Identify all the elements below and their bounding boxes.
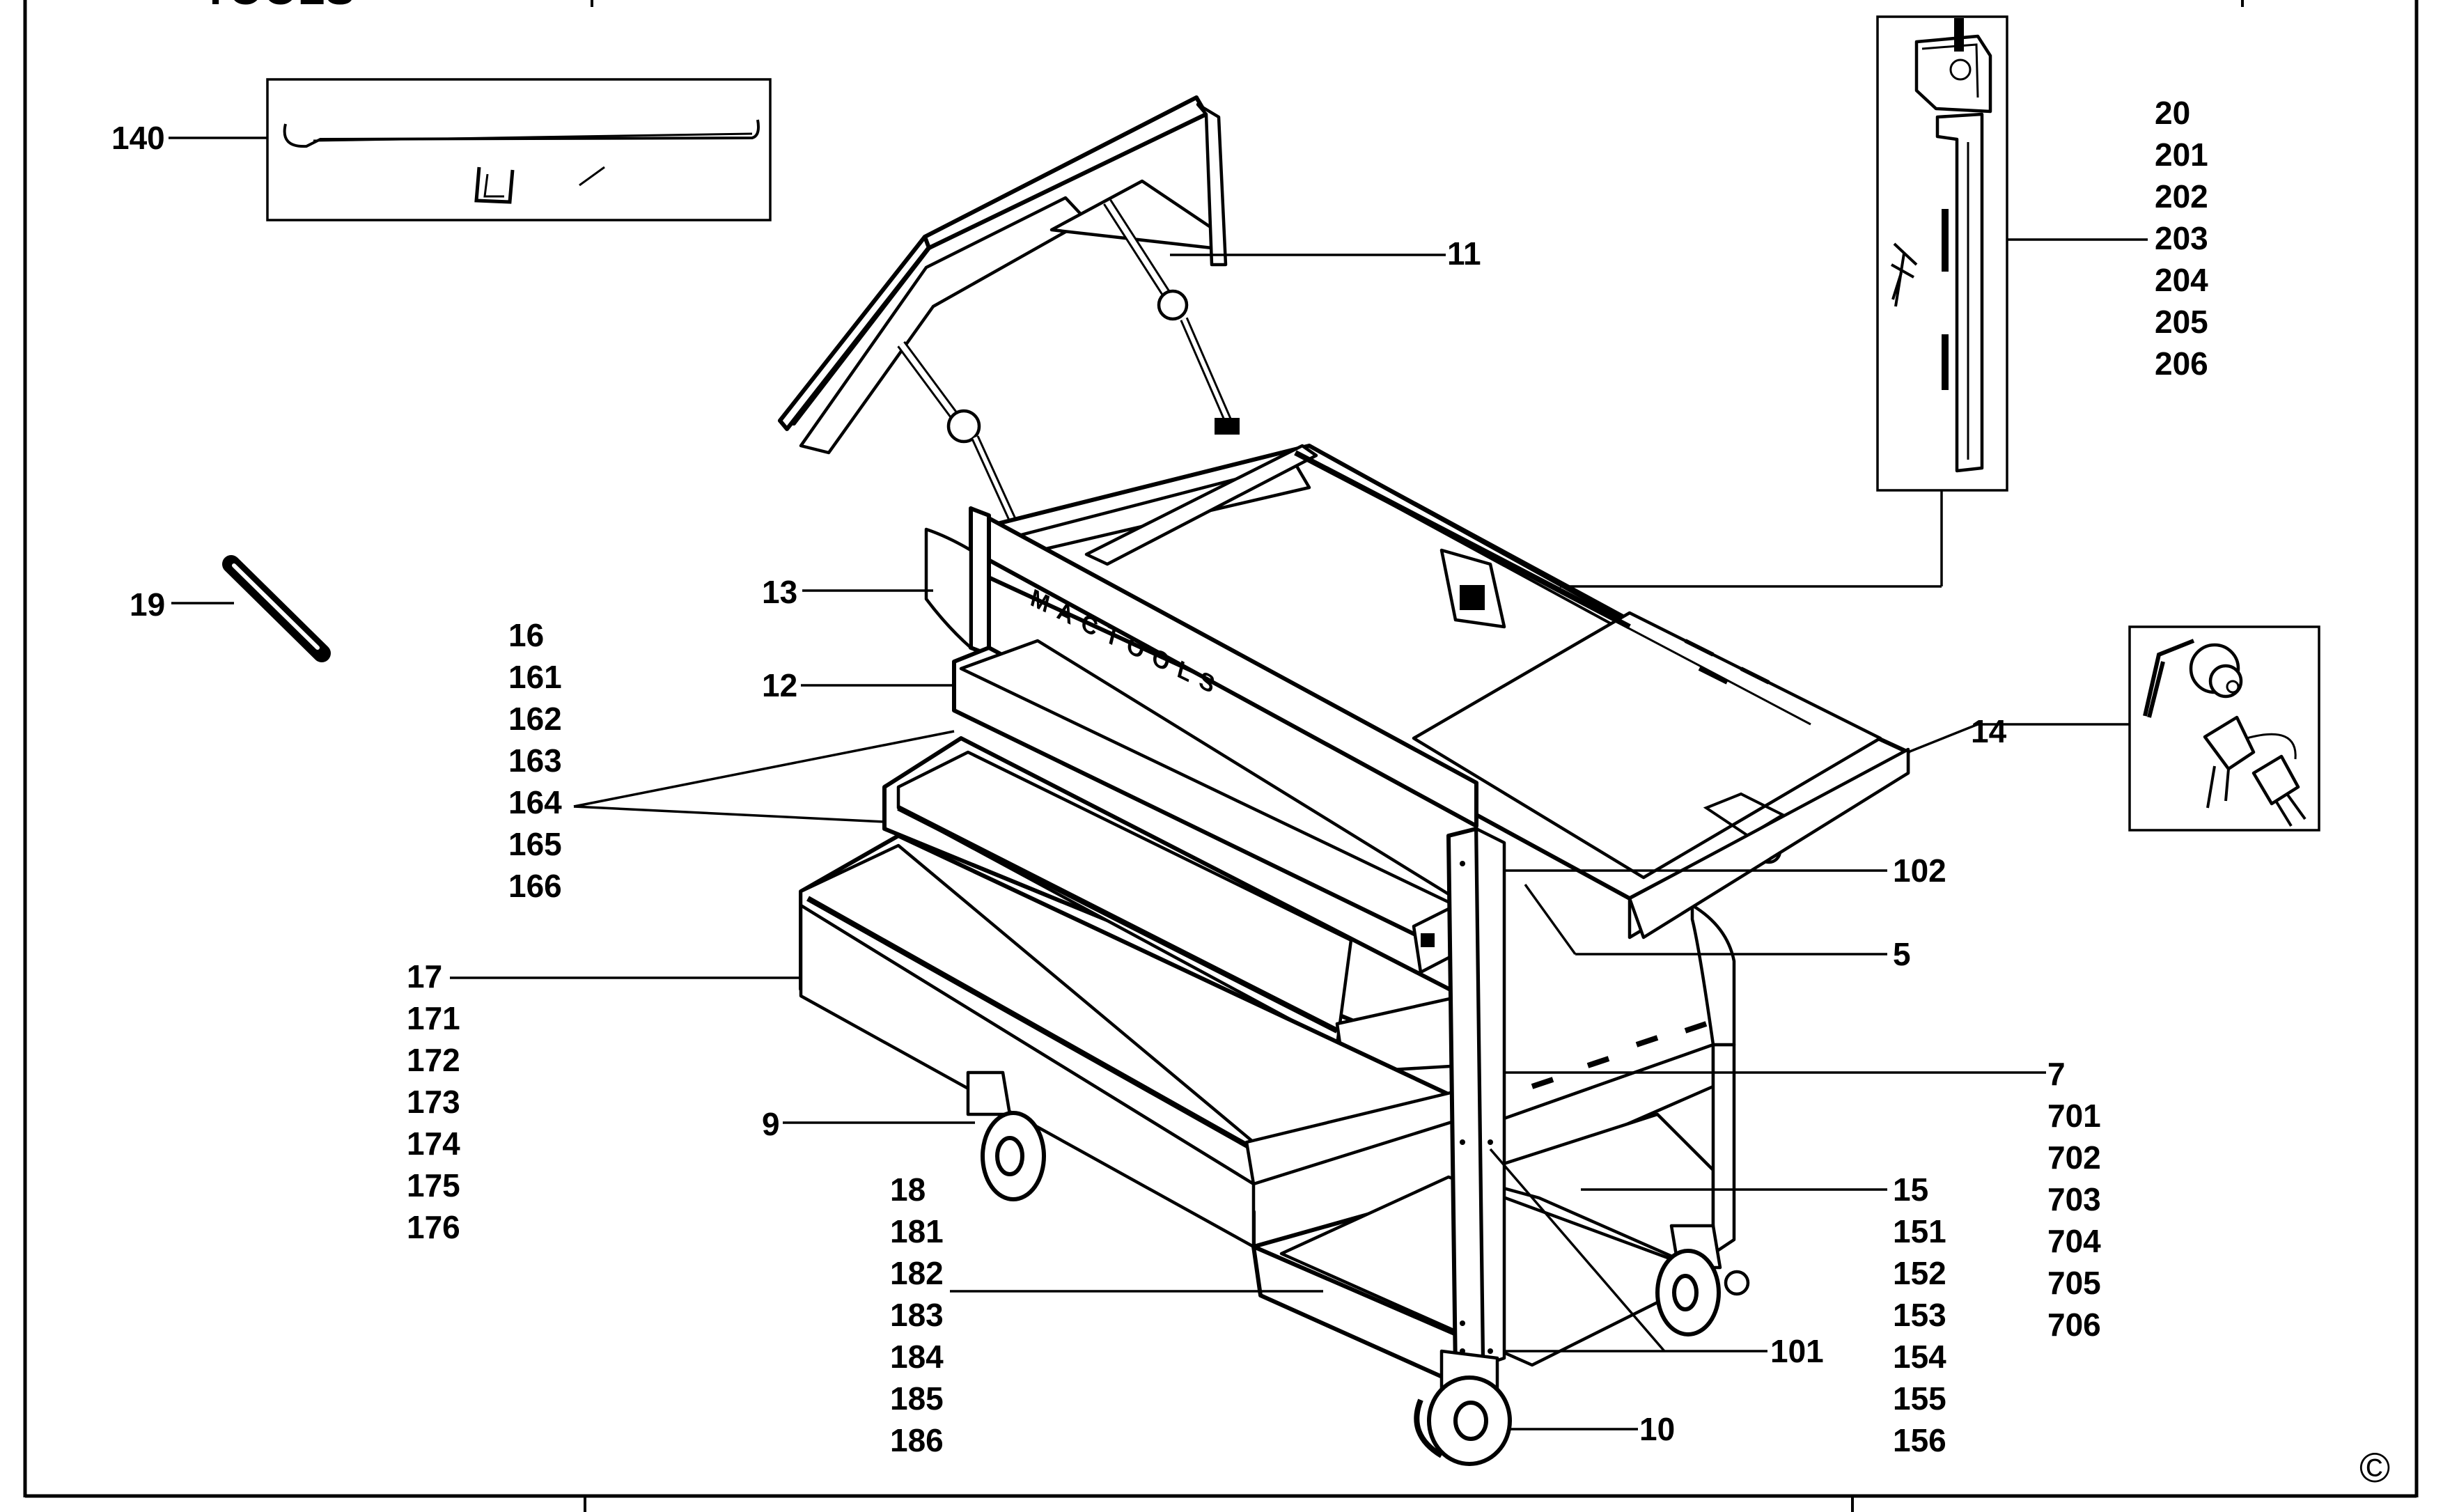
callout-181: 181 [890, 1213, 944, 1249]
callout-153: 153 [1893, 1297, 1946, 1333]
callout-155: 155 [1893, 1380, 1946, 1417]
callout-20: 20 [2155, 95, 2190, 131]
callout-labels: 140 19 13 12 16 161 162 163 164 165 166 … [111, 95, 2208, 1458]
callout-171: 171 [407, 1000, 460, 1036]
callout-186: 186 [890, 1422, 944, 1458]
callout-705: 705 [2047, 1265, 2101, 1301]
callout-151: 151 [1893, 1213, 1946, 1249]
callout-7: 7 [2047, 1056, 2066, 1092]
callout-183: 183 [890, 1297, 944, 1333]
callout-166: 166 [508, 868, 562, 904]
callout-172: 172 [407, 1042, 460, 1078]
inset-rod-kit [266, 78, 772, 221]
callout-182: 182 [890, 1255, 944, 1291]
callout-154: 154 [1893, 1339, 1946, 1375]
callout-165: 165 [508, 826, 562, 862]
callout-175: 175 [407, 1167, 460, 1203]
caster-right-rear [1655, 1224, 1750, 1336]
callout-19: 19 [130, 586, 165, 623]
page-frame [23, 0, 2419, 1512]
callout-703: 703 [2047, 1181, 2101, 1217]
callout-14: 14 [1971, 713, 2007, 749]
callout-161: 161 [508, 659, 562, 695]
callout-202: 202 [2155, 178, 2208, 215]
callout-13: 13 [762, 574, 797, 610]
leader-lines [169, 137, 2148, 1431]
caster-front [1414, 1349, 1512, 1466]
callout-17: 17 [407, 958, 442, 995]
copyright-symbol: © [2359, 1444, 2390, 1491]
callout-9: 9 [762, 1106, 780, 1142]
callout-11: 11 [1447, 235, 1481, 272]
callout-185: 185 [890, 1380, 944, 1417]
callout-162: 162 [508, 701, 562, 737]
callout-184: 184 [890, 1339, 944, 1375]
callout-15: 15 [1893, 1171, 1928, 1208]
callout-176: 176 [407, 1209, 460, 1245]
inset-lock-keys [2128, 625, 2320, 832]
callout-173: 173 [407, 1084, 460, 1120]
callout-12: 12 [762, 667, 797, 703]
header-brand-fragment: TOOLS [202, 0, 354, 14]
callout-206: 206 [2155, 345, 2208, 382]
callout-164: 164 [508, 784, 562, 820]
callout-5: 5 [1893, 936, 1911, 972]
callout-18: 18 [890, 1171, 926, 1208]
callout-16: 16 [508, 617, 544, 653]
callout-156: 156 [1893, 1422, 1946, 1458]
callout-203: 203 [2155, 220, 2208, 256]
callout-702: 702 [2047, 1139, 2101, 1176]
callout-204: 204 [2155, 262, 2208, 298]
pin-part [222, 555, 331, 662]
callout-102: 102 [1893, 852, 1946, 889]
callout-201: 201 [2155, 137, 2208, 173]
callout-10: 10 [1639, 1411, 1675, 1447]
callout-205: 205 [2155, 304, 2208, 340]
inset-lock-bar [1876, 15, 2008, 492]
callout-174: 174 [407, 1125, 460, 1162]
callout-101: 101 [1770, 1333, 1824, 1369]
tool-cart: MACTOOLS [778, 95, 1910, 1466]
callout-152: 152 [1893, 1255, 1946, 1291]
callout-706: 706 [2047, 1307, 2101, 1343]
callout-704: 704 [2047, 1223, 2101, 1259]
caster-left-front [966, 1070, 1046, 1201]
callout-140: 140 [111, 120, 165, 156]
callout-163: 163 [508, 742, 562, 779]
callout-701: 701 [2047, 1098, 2101, 1134]
